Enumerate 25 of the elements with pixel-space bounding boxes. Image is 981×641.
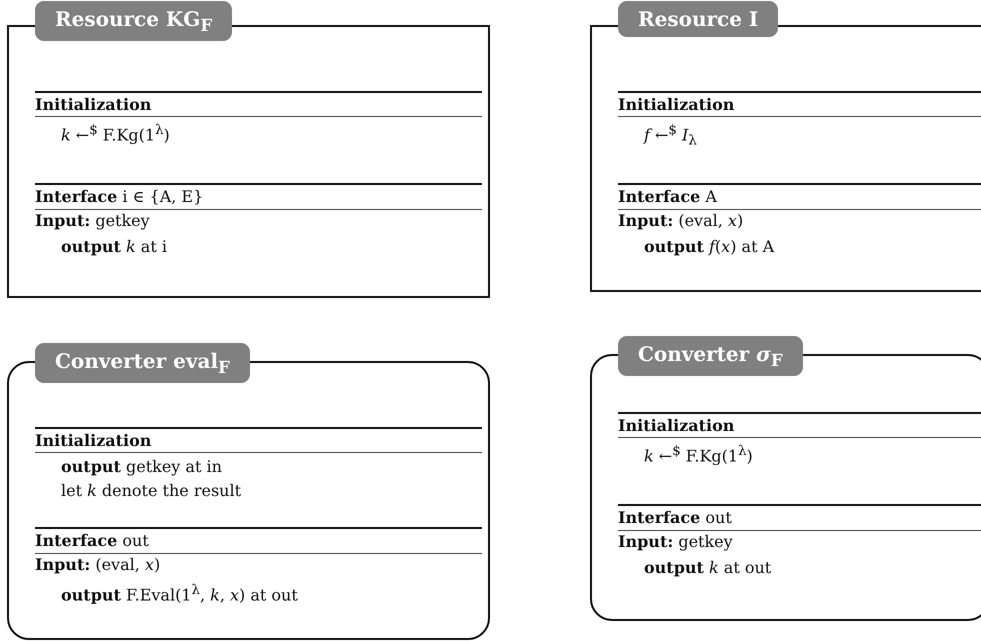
input-line: Input: (eval, x) — [35, 554, 162, 576]
section-heading: Initialization — [618, 91, 981, 117]
statement-text: k ←$^{$}$ F.Kg(1$^{λ}$) — [644, 443, 754, 468]
statement-text: output f(x) at A — [644, 236, 776, 258]
input-line: Input: getkey — [35, 210, 151, 232]
title-tab: Converter σ$_{F}$ — [618, 336, 803, 376]
section-heading: Interface A — [618, 183, 981, 210]
statement-text: output k at out — [644, 557, 772, 579]
statement-text: output getkey at in — [61, 456, 223, 478]
section-heading: Interface out — [618, 504, 981, 531]
title-tab: Resource I — [618, 1, 778, 37]
section-heading: Initialization — [35, 427, 482, 453]
statement-text: k ←$^{$}$ F.Kg(1$^{λ}$) — [61, 122, 171, 146]
input-line: Input: (eval, x) — [618, 210, 744, 232]
statement-text: let k denote the result — [61, 480, 242, 502]
section-heading: Interface out — [35, 527, 482, 554]
section-heading: Interface i ∈ {A, E} — [35, 183, 482, 210]
statement-text: output F.Eval(1$^{λ}$, k, x) at out — [61, 582, 299, 606]
title-tab: Converter eval$_{F}$ — [35, 343, 250, 383]
input-line: Input: getkey — [618, 531, 734, 553]
section-heading: Initialization — [618, 412, 981, 438]
section-heading: Initialization — [35, 91, 482, 117]
statement-text: f ←$^{$}$ I$_{λ}$ — [644, 122, 698, 151]
title-tab: Resource KG$_{F}$ — [35, 1, 232, 41]
statement-text: output k at i — [61, 236, 168, 258]
